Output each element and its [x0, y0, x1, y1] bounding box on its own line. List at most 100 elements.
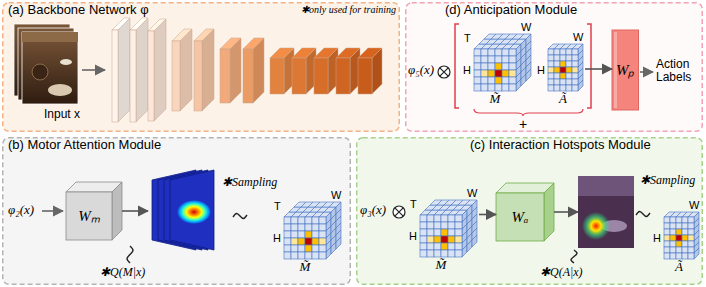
grid-cell — [502, 63, 509, 70]
grid-cell — [664, 241, 670, 247]
grid-cell — [312, 252, 319, 259]
grid-cell — [312, 238, 319, 245]
grid-cell — [554, 73, 560, 79]
grid-cell — [682, 223, 688, 229]
grid-cell — [572, 85, 578, 91]
hotspot-blob — [582, 212, 610, 240]
grid-cell — [284, 238, 291, 245]
cube-side — [112, 182, 122, 240]
grid-cell — [664, 253, 670, 259]
grid-cell — [572, 73, 578, 79]
axis-label: W — [331, 189, 341, 201]
panel-title: (a) Backbone Network φ — [8, 3, 149, 17]
grid-cell — [420, 236, 427, 243]
multiply-cross — [395, 208, 403, 216]
grid-cell — [305, 231, 312, 238]
grid-cell — [291, 245, 298, 252]
layer-top — [148, 19, 166, 31]
grid-cell — [455, 222, 462, 229]
grid-side-cell — [326, 247, 331, 259]
cube-front — [66, 192, 112, 240]
layer-top — [130, 18, 148, 30]
output-arrow — [640, 71, 653, 73]
input-frames-art — [14, 24, 78, 104]
grid-cell — [448, 222, 455, 229]
grid-cell — [474, 84, 481, 91]
grid-cell — [427, 243, 434, 250]
grid-side-cell — [526, 69, 531, 81]
grid-cell — [560, 61, 566, 67]
grid-cell — [676, 253, 682, 259]
layer-side — [230, 38, 241, 103]
heatmap-frame — [170, 170, 214, 250]
grid-cell — [509, 56, 516, 63]
grid-cell — [488, 84, 495, 91]
grid-side-cell — [516, 79, 521, 91]
grid-cell — [298, 252, 305, 259]
grid-cell — [448, 250, 455, 257]
grid-cell — [664, 223, 670, 229]
feature-label: φ₅(x) — [408, 63, 434, 77]
grid-cell — [688, 253, 694, 259]
grid-cell — [291, 238, 298, 245]
axis-label: H — [463, 64, 471, 76]
grid-cell — [664, 229, 670, 235]
grid-cell — [420, 243, 427, 250]
grid-cell — [676, 223, 682, 229]
distribution-tilde — [571, 250, 577, 263]
panel-frame — [406, 3, 703, 132]
frame-pot — [32, 64, 48, 80]
grid-cell — [481, 49, 488, 56]
multiply-cross — [440, 68, 448, 76]
layer-side — [136, 18, 148, 122]
grid-cell — [572, 55, 578, 61]
layer-front — [358, 58, 372, 94]
grid-cell — [474, 56, 481, 63]
grid-cell — [560, 73, 566, 79]
sampling-tilde — [233, 213, 247, 218]
grid-cell — [566, 61, 572, 67]
grid-cell — [509, 70, 516, 77]
group-bracket — [455, 24, 459, 108]
axis-label: T — [274, 200, 281, 212]
axis-label: H — [537, 64, 545, 76]
grid-cell — [664, 235, 670, 241]
grid-cell — [676, 235, 682, 241]
multiply-symbol — [393, 206, 405, 218]
grid-cell — [434, 243, 441, 250]
flow-arrow — [554, 211, 578, 213]
layer-top — [172, 29, 192, 41]
grid-cell — [566, 55, 572, 61]
multiply-ring — [393, 206, 405, 218]
grid-cell — [427, 215, 434, 222]
grid-cell — [688, 241, 694, 247]
grid-cell — [441, 229, 448, 236]
grid-cell — [548, 67, 554, 73]
grid-cell — [305, 238, 312, 245]
grid-cell — [502, 70, 509, 77]
grid-cell — [560, 49, 566, 55]
heatmap-blob — [177, 200, 211, 224]
grid-cell — [548, 73, 554, 79]
multiply-ring — [438, 66, 450, 78]
input-arrow — [82, 69, 105, 71]
grid-cell — [495, 77, 502, 84]
grid-cell — [688, 235, 694, 241]
grid-cell — [670, 217, 676, 223]
grid-cell — [554, 61, 560, 67]
grid-cell — [560, 79, 566, 85]
grid-side-cell — [467, 240, 472, 252]
grid-cell — [284, 231, 291, 238]
axis-label: T — [464, 32, 471, 44]
tensor-grid: WHÃ — [536, 22, 585, 108]
grid-cell — [427, 236, 434, 243]
grid-cell — [554, 85, 560, 91]
grid-cell — [448, 236, 455, 243]
sampling-label: ✱Sampling — [640, 174, 695, 187]
grid-cell — [434, 250, 441, 257]
frame-shelf — [22, 32, 78, 42]
panel-title: (d) Anticipation Module — [445, 3, 577, 17]
panel-frame — [357, 138, 703, 285]
tensor-name: Ã — [559, 92, 567, 106]
input-frames: Input x — [14, 24, 78, 104]
